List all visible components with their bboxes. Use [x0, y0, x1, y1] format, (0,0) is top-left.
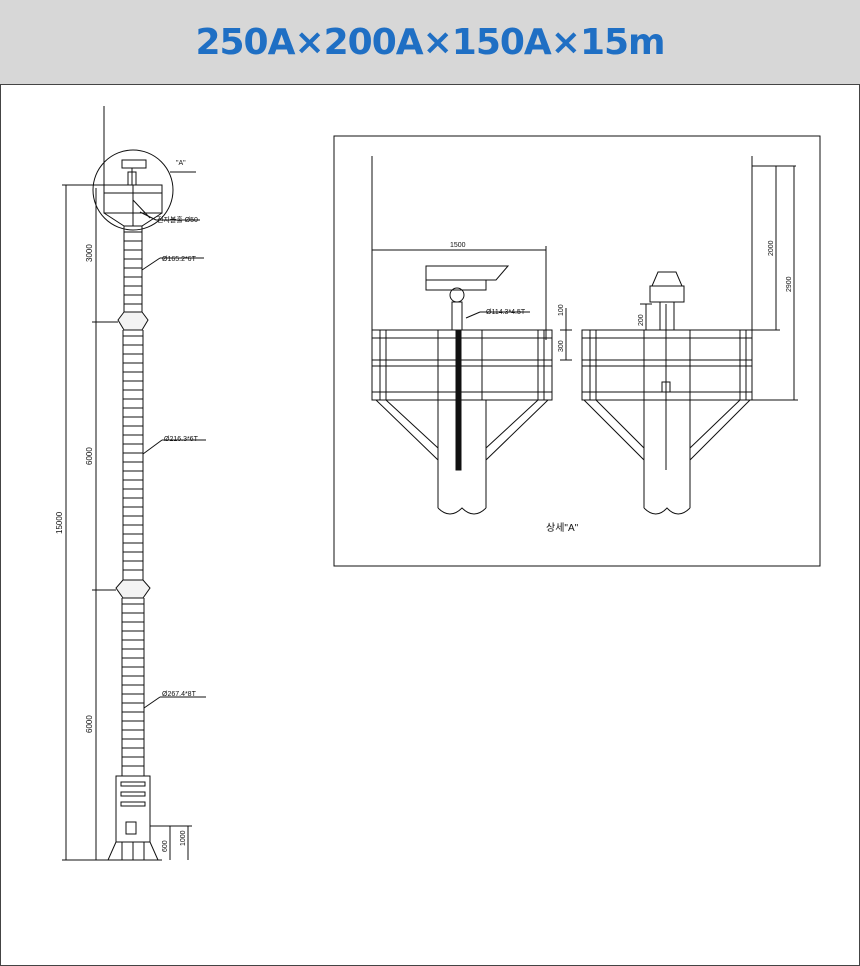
detail-title: 상세"A"	[546, 522, 579, 534]
hole-label: 전지볼홀 Ø50	[157, 215, 198, 224]
detail-dim-200: 200	[638, 314, 645, 326]
detail-pipe-label: Ø114.3*4.5T	[486, 309, 526, 316]
camera-icon	[121, 159, 147, 169]
pipe-mid-label: Ø216.3*6T	[164, 436, 199, 443]
dim-total: 15000	[55, 511, 64, 534]
dim-base: 1000	[180, 830, 187, 846]
detail-a-panel	[333, 135, 821, 567]
detail-a-circle	[92, 149, 174, 231]
pipe-bottom-label: Ø267.4*8T	[162, 691, 197, 698]
detail-dim-300: 300	[558, 340, 565, 352]
detail-dim-100: 100	[558, 304, 565, 316]
dim-mid: 6000	[85, 447, 94, 465]
dim-bottom: 6000	[85, 715, 94, 733]
dim-box: 600	[162, 840, 169, 852]
pole-rungs	[122, 231, 144, 767]
detail-dim-width: 1500	[450, 242, 466, 249]
page-title: 250A×200A×150A×15m	[195, 21, 665, 63]
detail-dim-2000: 2000	[768, 240, 775, 256]
dim-top: 3000	[85, 244, 94, 262]
pipe-top-label: Ø165.2*6T	[162, 256, 197, 263]
page-header: 250A×200A×150A×15m	[0, 0, 860, 84]
detail-a-border	[333, 135, 821, 567]
detail-ref-label: "A"	[176, 160, 186, 167]
detail-dim-2900: 2900	[786, 276, 793, 292]
